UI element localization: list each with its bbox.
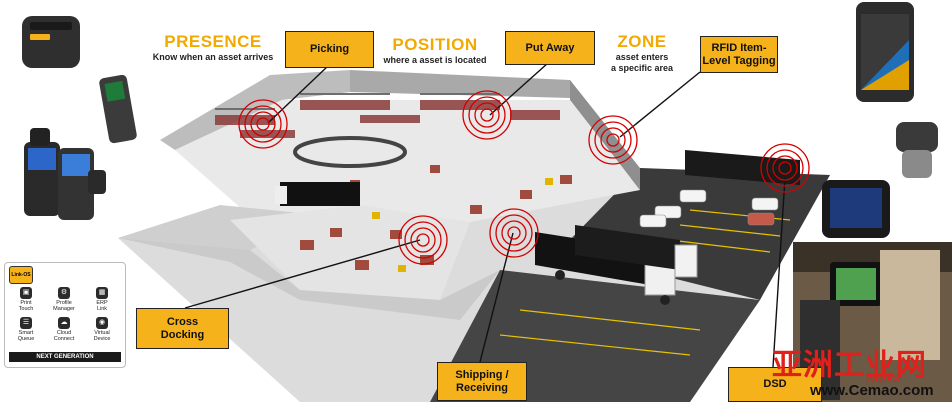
app-label-line2: Connect	[53, 336, 75, 342]
picking-callout: Picking	[285, 31, 374, 68]
watermark-cn: 亚洲工业网	[772, 349, 927, 382]
put-away-callout: Put Away	[505, 31, 595, 65]
app-label-line1: Smart	[18, 330, 34, 336]
rfid-item-level-tagging-callout: RFID Item- Level Tagging	[700, 36, 778, 73]
ring-scanner-photo	[896, 122, 938, 178]
presence-subtitle: Know when an asset arrives	[152, 52, 274, 62]
smart-queue-icon: ☰	[20, 317, 32, 329]
dsd-label: DSD	[763, 378, 787, 390]
cross-docking-line1: Cross	[166, 315, 199, 328]
position-header: POSITION where a asset is located	[372, 35, 498, 66]
app-label-line1: ERP	[96, 300, 108, 306]
app-label-line2: Link	[96, 306, 108, 312]
position-subtitle: where a asset is located	[383, 55, 487, 65]
erp-link-icon: ▦	[96, 287, 108, 299]
app-label-line2: Manager	[53, 306, 75, 312]
app-label-line1: Cloud	[56, 330, 72, 336]
truck-left	[275, 182, 360, 206]
zone-header: ZONE asset enters a specific area	[600, 32, 684, 74]
link-os-logo: Link-OS	[9, 266, 33, 284]
app-label-line1: Print	[20, 300, 32, 306]
cross-docking-line2: Docking	[160, 328, 205, 341]
cross-dock	[230, 205, 470, 300]
rfid-label-line2: Level Tagging	[702, 54, 776, 67]
next-generation-bar: NEXT GENERATION	[9, 352, 121, 362]
truck-second	[575, 225, 698, 278]
profile-manager-icon: ⚙	[58, 287, 70, 299]
conveyor-loop	[293, 136, 407, 168]
outer-wall-bottom	[118, 238, 500, 320]
back-wall-right	[350, 70, 570, 98]
cloud-connect-icon: ☁	[58, 317, 70, 329]
truck-right	[685, 150, 800, 185]
print-touch-icon: ▣	[20, 287, 32, 299]
cross-docking-callout: Cross Docking	[136, 308, 229, 349]
zone-subtitle-line1: asset enters	[615, 52, 669, 62]
presence-title: PRESENCE	[164, 32, 262, 51]
app-label-line2: Queue	[17, 336, 35, 342]
zone-subtitle-line2: a specific area	[610, 63, 674, 73]
shipping-line2: Receiving	[456, 381, 508, 394]
zebra-mobile-printer-photo	[22, 16, 80, 68]
shipping-line1: Shipping /	[455, 368, 509, 381]
rugged-handhelds-photo	[24, 128, 106, 220]
app-label-line1: Profile	[56, 300, 72, 306]
rfid-label-line1: RFID Item-	[711, 41, 767, 54]
zone-title: ZONE	[617, 32, 667, 51]
watermark-works: works	[866, 370, 900, 385]
shipping-receiving-callout: Shipping / Receiving	[437, 362, 527, 401]
app-label-line2: Touch	[18, 306, 34, 312]
presence-header: PRESENCE Know when an asset arrives	[146, 32, 280, 63]
put-away-label: Put Away	[525, 41, 575, 54]
app-label-line2: Device	[93, 336, 111, 342]
wearable-computer-photo	[822, 180, 890, 238]
virtual-device-icon: ◉	[96, 317, 108, 329]
watermark-url: www.Cemao.com	[810, 382, 934, 399]
dsd-callout: DSD	[728, 367, 822, 402]
tablet-photo	[856, 2, 914, 102]
picking-label: Picking	[309, 43, 350, 55]
position-title: POSITION	[392, 35, 478, 54]
rfid-signal-rings	[238, 90, 810, 265]
handheld-terminal-photo	[99, 74, 137, 144]
app-label-line1: Virtual	[94, 330, 110, 336]
